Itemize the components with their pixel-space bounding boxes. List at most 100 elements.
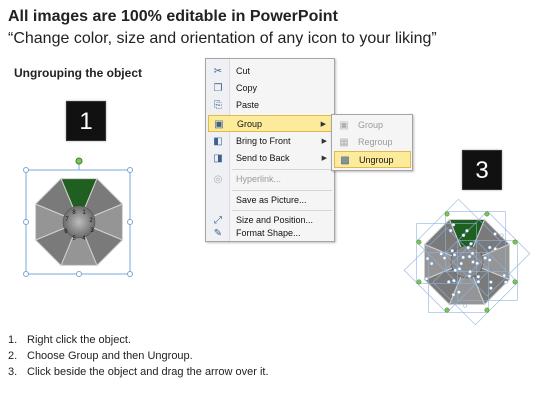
instruction-step: 3.Click beside the object and drag the a… bbox=[8, 366, 269, 378]
menu-item-save-as-picture[interactable]: Save as Picture... bbox=[208, 192, 333, 209]
resize-handle[interactable] bbox=[448, 228, 453, 233]
resize-handle[interactable] bbox=[483, 256, 488, 260]
menu-item-bring-to-front[interactable]: ◧ Bring to Front ▶ bbox=[208, 133, 333, 150]
format-shape-icon: ✎ bbox=[213, 228, 223, 239]
resize-handle[interactable] bbox=[127, 167, 133, 173]
resize-handle[interactable] bbox=[470, 251, 475, 256]
octagon-sector bbox=[465, 243, 510, 281]
selection-outline bbox=[428, 252, 489, 313]
selection-box[interactable] bbox=[25, 169, 131, 275]
resize-handle[interactable] bbox=[461, 255, 465, 260]
menu-item-group[interactable]: ▣ Group ▶ bbox=[208, 115, 333, 132]
resize-handle[interactable] bbox=[468, 269, 472, 274]
page-subtitle: “Change color, size and orientation of a… bbox=[8, 30, 437, 47]
menu-item-send-to-back[interactable]: ◨ Send to Back ▶ bbox=[208, 150, 333, 167]
menu-item-label: Paste bbox=[236, 100, 260, 110]
resize-handle[interactable] bbox=[504, 280, 508, 285]
resize-handle[interactable] bbox=[451, 222, 456, 227]
resize-handle[interactable] bbox=[453, 268, 458, 273]
resize-handle[interactable] bbox=[23, 167, 29, 173]
menu-item-paste[interactable]: ⎘ Paste bbox=[208, 97, 333, 114]
rotation-handle[interactable] bbox=[484, 211, 490, 217]
selection-outline bbox=[415, 198, 502, 285]
menu-item-cut[interactable]: ✂ Cut bbox=[208, 63, 333, 80]
rotation-handle[interactable] bbox=[416, 279, 422, 285]
resize-handle[interactable] bbox=[452, 252, 457, 257]
rotation-handle[interactable] bbox=[512, 239, 518, 245]
resize-handle[interactable] bbox=[450, 248, 455, 253]
resize-handle[interactable] bbox=[487, 258, 492, 262]
menu-separator bbox=[232, 169, 332, 170]
octagon-hub bbox=[450, 245, 484, 279]
resize-handle[interactable] bbox=[465, 228, 469, 233]
submenu-arrow-icon: ▶ bbox=[321, 155, 327, 162]
resize-handle[interactable] bbox=[502, 273, 507, 278]
resize-handle[interactable] bbox=[23, 271, 29, 277]
instruction-step: 1.Right click the object. bbox=[8, 334, 131, 346]
octagon-sector bbox=[34, 177, 80, 223]
octagon-sectors-ungrouped bbox=[423, 218, 511, 306]
sector-number-label: 7 bbox=[65, 217, 69, 223]
sector-number-label: 2 bbox=[89, 218, 93, 224]
octagon-sector bbox=[448, 219, 486, 264]
octagon-sector bbox=[466, 218, 511, 263]
resize-handle[interactable] bbox=[489, 286, 493, 290]
resize-handle[interactable] bbox=[476, 279, 481, 284]
resize-handle[interactable] bbox=[476, 274, 481, 279]
rotation-handle[interactable] bbox=[444, 307, 450, 313]
resize-handle[interactable] bbox=[451, 292, 456, 297]
resize-handle[interactable] bbox=[127, 219, 133, 225]
resize-handle[interactable] bbox=[467, 274, 472, 279]
resize-handle[interactable] bbox=[127, 271, 133, 277]
resize-handle[interactable] bbox=[442, 256, 447, 260]
resize-handle[interactable] bbox=[466, 245, 471, 250]
rotation-handle[interactable] bbox=[444, 211, 450, 217]
sector-number-label: 8 bbox=[72, 210, 76, 216]
resize-handle[interactable] bbox=[471, 260, 475, 264]
resize-handle[interactable] bbox=[459, 261, 464, 266]
group-submenu: ▣ Group ▦ Regroup ▩ Ungroup bbox=[331, 114, 413, 171]
resize-handle[interactable] bbox=[463, 303, 467, 308]
resize-handle[interactable] bbox=[489, 280, 493, 284]
sector-number-label: 1 bbox=[82, 210, 86, 216]
rotation-handle[interactable] bbox=[512, 279, 518, 285]
resize-handle[interactable] bbox=[76, 271, 82, 277]
resize-handle[interactable] bbox=[467, 254, 472, 259]
resize-handle[interactable] bbox=[23, 219, 29, 225]
octagon-sector bbox=[77, 203, 123, 241]
resize-handle[interactable] bbox=[499, 233, 504, 238]
menu-item-copy[interactable]: ❐ Copy bbox=[208, 80, 333, 97]
menu-icon-gutter bbox=[206, 59, 230, 241]
resize-handle[interactable] bbox=[457, 290, 461, 294]
resize-handle[interactable] bbox=[452, 278, 456, 283]
resize-handle[interactable] bbox=[457, 267, 462, 271]
resize-handle[interactable] bbox=[446, 280, 451, 284]
rotation-handle[interactable] bbox=[484, 307, 490, 313]
menu-item-label: Size and Position... bbox=[236, 215, 314, 225]
resize-handle[interactable] bbox=[429, 261, 434, 266]
resize-handle[interactable] bbox=[425, 256, 430, 261]
resize-handle[interactable] bbox=[469, 241, 473, 246]
menu-item-size-and-position[interactable]: ⤢ Size and Position... bbox=[208, 212, 333, 229]
menu-item-label: Bring to Front bbox=[236, 136, 291, 146]
selection-outline bbox=[403, 227, 490, 314]
step-badge-3: 3 bbox=[462, 150, 502, 190]
submenu-item-ungroup[interactable]: ▩ Ungroup bbox=[334, 151, 411, 168]
selection-outline bbox=[416, 223, 477, 284]
resize-handle[interactable] bbox=[493, 246, 498, 251]
resize-handle[interactable] bbox=[487, 245, 492, 250]
menu-item-label: Format Shape... bbox=[236, 228, 301, 238]
resize-handle[interactable] bbox=[424, 276, 429, 281]
resize-handle[interactable] bbox=[461, 233, 466, 238]
rotation-handle[interactable] bbox=[75, 157, 83, 165]
submenu-arrow-icon: ▶ bbox=[320, 121, 326, 128]
rotation-handle[interactable] bbox=[416, 239, 422, 245]
menu-item-label: Group bbox=[237, 119, 263, 129]
octagon-sector bbox=[35, 203, 81, 241]
resize-handle[interactable] bbox=[475, 261, 479, 266]
resize-handle[interactable] bbox=[493, 232, 497, 236]
menu-item-format-shape[interactable]: ✎ Format Shape... bbox=[208, 225, 333, 242]
octagon-sector bbox=[466, 261, 511, 306]
resize-handle[interactable] bbox=[439, 252, 444, 256]
